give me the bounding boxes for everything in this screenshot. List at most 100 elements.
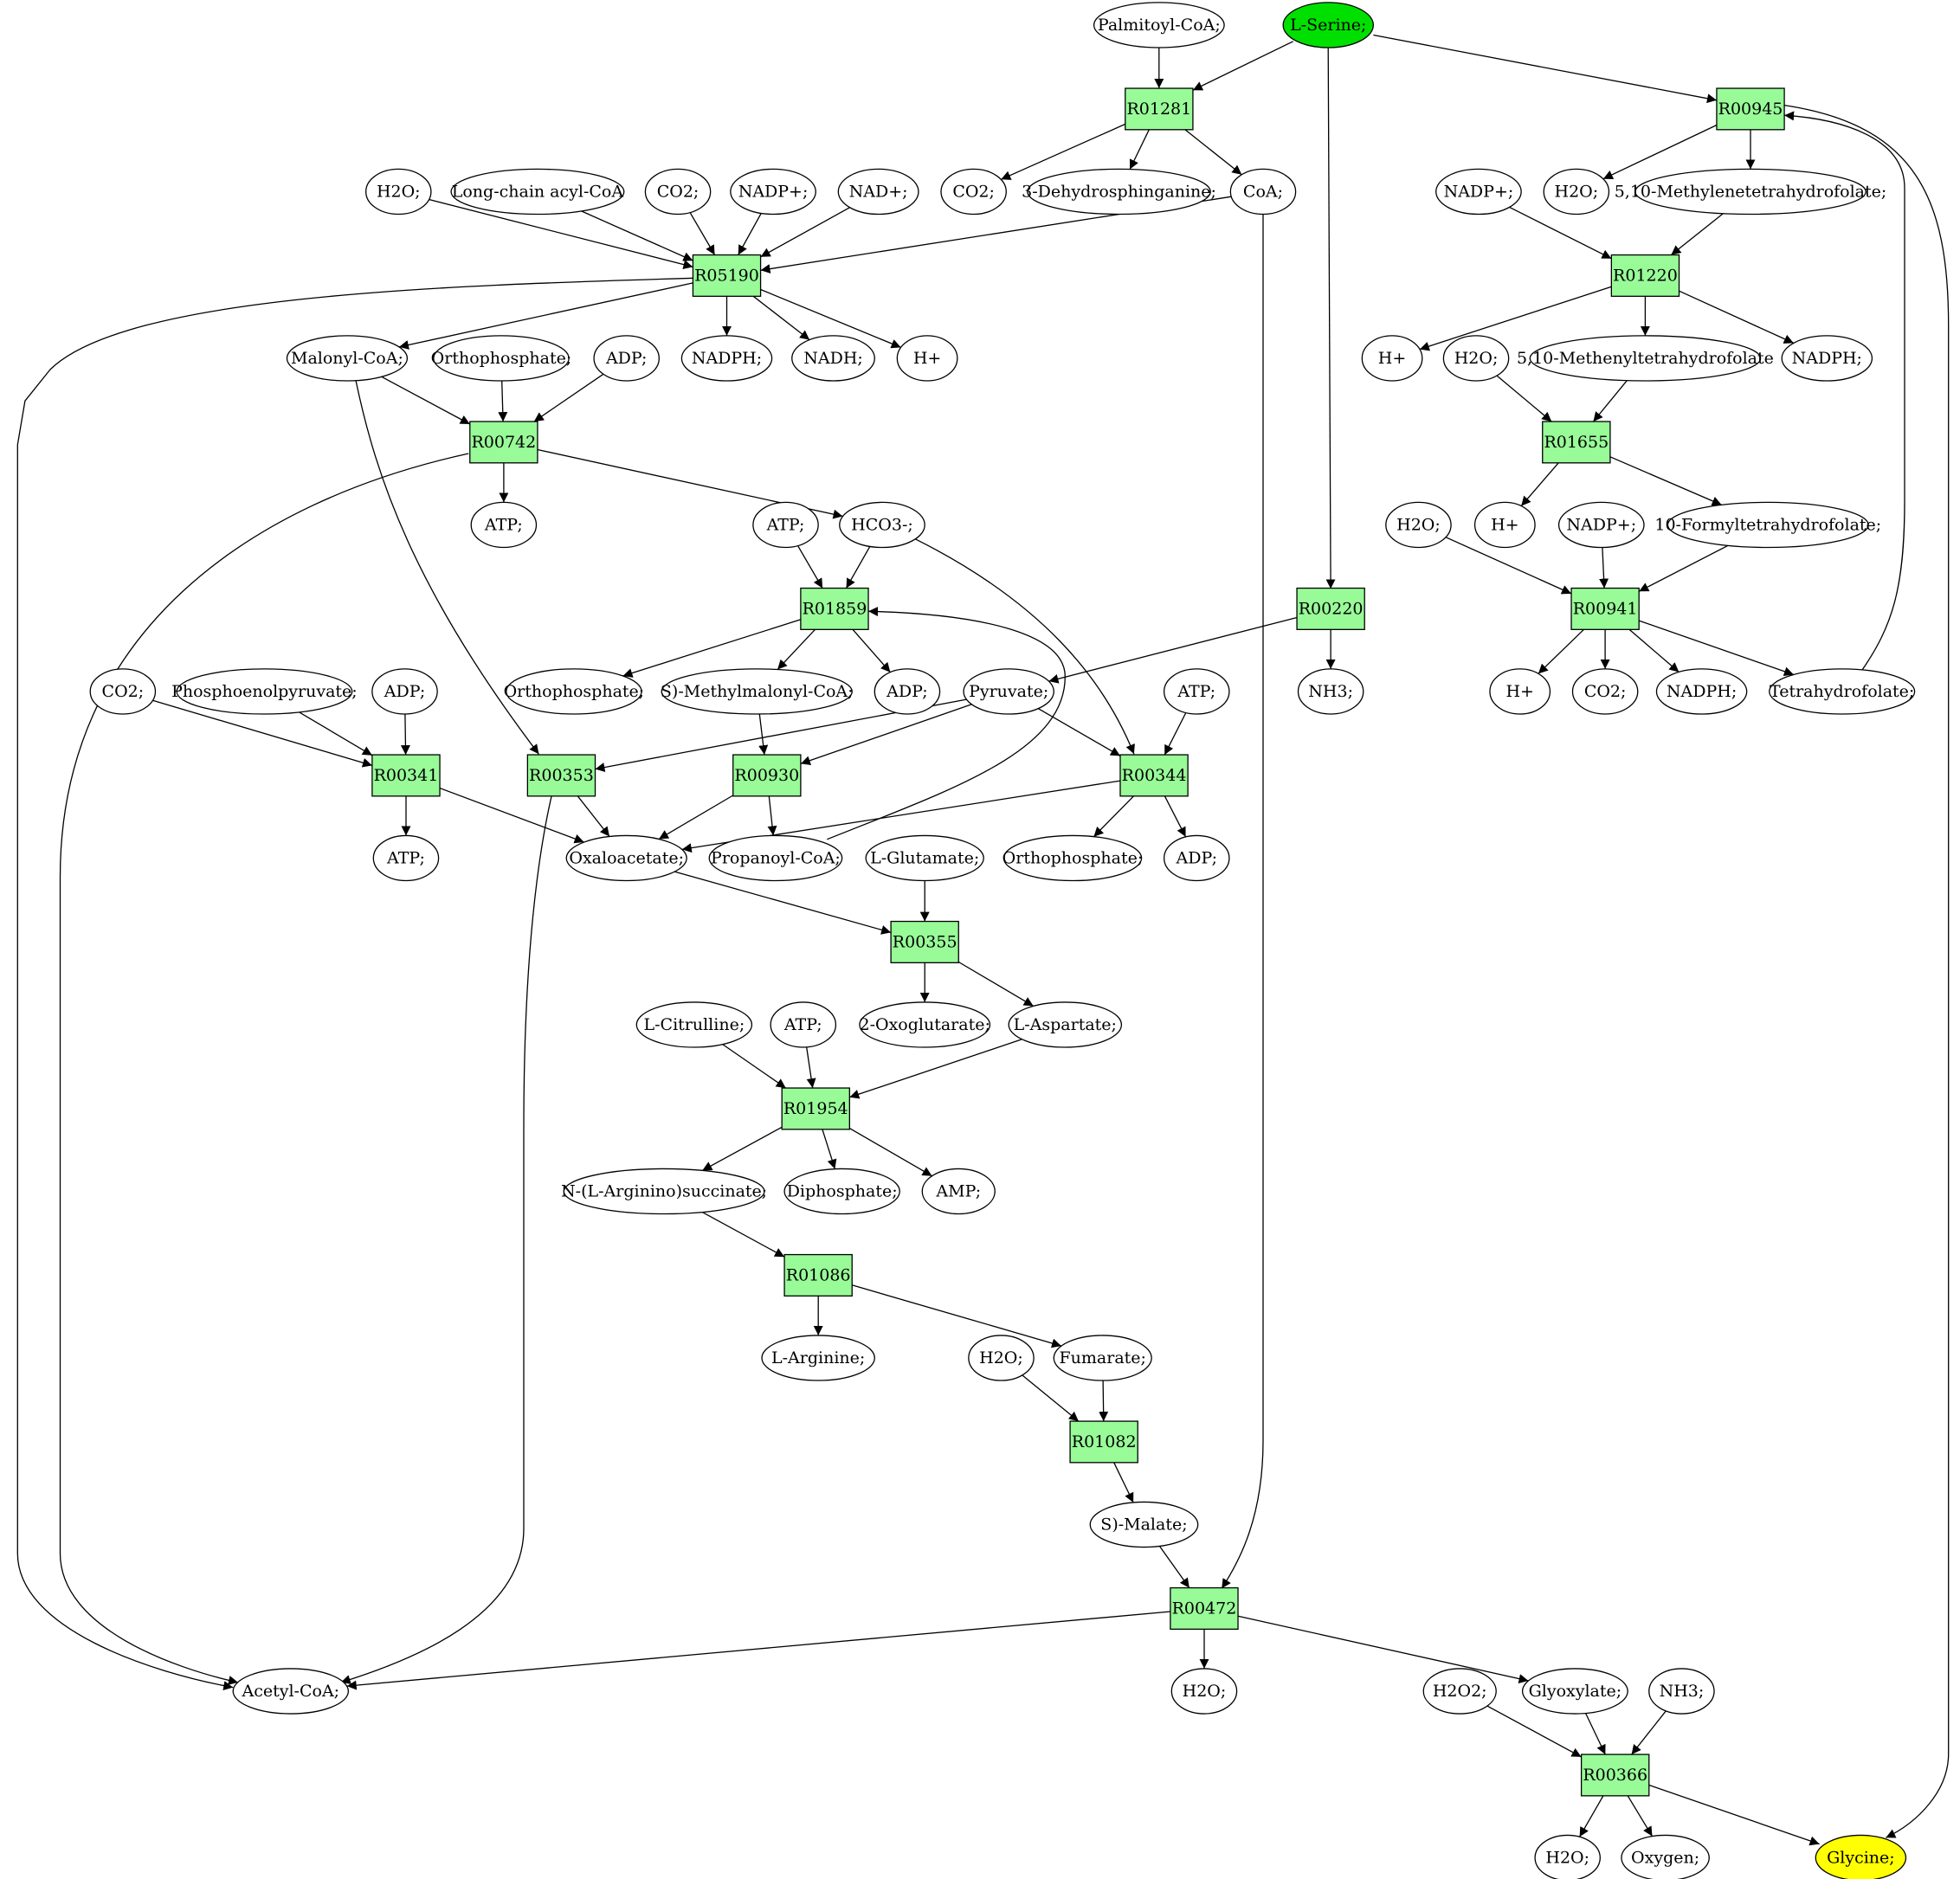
edge-R01859-to-adp_c <box>852 628 891 673</box>
compound-ellipse-nadph_b <box>1781 335 1873 382</box>
compound-ellipse-adp_d <box>1163 834 1230 882</box>
reaction-node-R00941: R00941 <box>1570 587 1640 630</box>
reaction-box-R05190 <box>692 254 762 297</box>
compound-label-formyl: 10-Formyltetrahydrofolate; <box>1654 515 1881 534</box>
compound-node-dehydro: 3-Dehydrosphinganine; <box>1022 168 1216 216</box>
compound-node-hplus_a: H+ <box>896 335 958 382</box>
reaction-node-R00472: R00472 <box>1170 1586 1239 1630</box>
compound-label-co2_b: CO2; <box>952 182 995 201</box>
edge-co2_a-to-R05190 <box>689 212 716 255</box>
compound-ellipse-thf <box>1769 668 1916 715</box>
compound-label-malate: S)-Malate; <box>1100 1515 1187 1534</box>
compound-ellipse-co2_c <box>89 668 157 715</box>
compound-node-hplus_c: H+ <box>1473 501 1536 549</box>
reaction-box-R00220 <box>1296 587 1365 630</box>
compound-label-fumarate: Fumarate; <box>1059 1348 1145 1367</box>
edge-oxalo-to-R00355 <box>674 871 892 935</box>
compound-node-malonyl: Malonyl-CoA; <box>286 335 409 382</box>
reaction-label-R00341: R00341 <box>374 766 439 785</box>
edge-R01220-to-hplus_b <box>1419 286 1612 351</box>
compound-ellipse-atp_e <box>770 1001 837 1048</box>
compound-node-acetyl: Acetyl-CoA; <box>232 1668 350 1715</box>
compound-node-malate: S)-Malate; <box>1089 1501 1199 1548</box>
compound-node-h2o_b: H2O; <box>1543 168 1610 216</box>
edge-thf-to-R00945 <box>1784 111 1905 671</box>
compound-node-argsucc: N-(L-Arginino)succinate; <box>561 1168 767 1215</box>
compound-node-atp_d: ATP; <box>372 834 440 882</box>
compound-node-h2o_c: H2O; <box>1442 335 1510 382</box>
reaction-node-R00220: R00220 <box>1296 587 1365 630</box>
edge-formyl-to-R00941 <box>1638 544 1729 592</box>
compound-label-dehydro: 3-Dehydrosphinganine; <box>1022 182 1216 201</box>
compound-node-atp_e: ATP; <box>770 1001 837 1048</box>
compound-ellipse-hplus_d <box>1489 668 1551 715</box>
compound-label-methenyl: 5,10-Methenyltetrahydrofolate <box>1517 349 1774 368</box>
edge-R00941-to-hplus_d <box>1538 628 1584 674</box>
edge-R00742-to-acetyl <box>59 453 469 1685</box>
edge-methenyl-to-R01655 <box>1592 380 1628 422</box>
reaction-label-R01954: R01954 <box>783 1099 848 1118</box>
compound-ellipse-argsucc <box>563 1168 765 1215</box>
compound-ellipse-orthop_a <box>433 335 570 382</box>
compound-label-h2o_d: H2O; <box>1396 515 1441 534</box>
compound-ellipse-nh3_a <box>1297 668 1364 715</box>
compound-node-co2_c: CO2; <box>89 668 157 715</box>
compound-node-oxygen: Oxygen; <box>1621 1834 1710 1879</box>
edge-R05190-to-nadh <box>752 295 810 341</box>
reaction-box-R00341 <box>371 754 441 797</box>
compound-label-diphos: Diphosphate; <box>787 1181 898 1200</box>
edge-aspartate-to-R01954 <box>849 1039 1022 1099</box>
compound-label-h2o2: H2O2; <box>1433 1682 1487 1701</box>
reaction-box-R00945 <box>1716 87 1785 131</box>
edge-R00355-to-aspartate <box>957 961 1035 1007</box>
compound-node-methenyl: 5,10-Methenyltetrahydrofolate <box>1517 335 1774 382</box>
reaction-node-R00742: R00742 <box>469 421 538 464</box>
edge-R00930-to-oxalo <box>658 795 734 840</box>
compound-ellipse-aspartate <box>1008 1001 1123 1048</box>
edge-nadp_b-to-R01220 <box>1509 206 1612 260</box>
reaction-box-R00355 <box>890 920 959 963</box>
reaction-box-R01281 <box>1125 87 1194 131</box>
compound-label-co2_a: CO2; <box>657 182 700 201</box>
compound-label-hplus_a: H+ <box>913 349 942 368</box>
edge-R01281-to-dehydro <box>1129 129 1150 170</box>
reaction-box-R00941 <box>1570 587 1640 630</box>
compound-label-orthop_c: Orthophosphate; <box>1003 848 1144 867</box>
reaction-box-R00344 <box>1119 754 1189 797</box>
compound-node-lcacyl: Long-chain acyl-CoA <box>450 168 625 216</box>
compound-ellipse-lcacyl <box>450 168 625 216</box>
reaction-box-R01082 <box>1069 1420 1138 1464</box>
compound-ellipse-malonyl <box>286 335 409 382</box>
reaction-label-R00355: R00355 <box>893 932 957 951</box>
edge-pep-to-R00341 <box>299 711 373 756</box>
compound-label-nh3_a: NH3; <box>1308 682 1353 701</box>
compound-node-adp_c: ADP; <box>874 668 941 715</box>
compound-ellipse-smethyl <box>661 668 853 715</box>
edge-R01954-to-amp <box>848 1128 932 1177</box>
reaction-box-R00742 <box>469 421 538 464</box>
compound-label-atp_d: ATP; <box>386 848 425 867</box>
edge-h2o2-to-R00366 <box>1486 1705 1582 1758</box>
edge-R00945-to-glycine <box>1784 104 1950 1838</box>
edge-orthop_a-to-R00742 <box>498 380 508 422</box>
compound-ellipse-fumarate <box>1053 1335 1152 1381</box>
compound-label-nadp_c: NADP+; <box>1566 515 1636 534</box>
compound-node-glyoxylate: Glyoxylate; <box>1521 1668 1628 1715</box>
compound-ellipse-h2o_b <box>1543 168 1610 216</box>
compound-label-oxalo: Oxaloacetate; <box>569 848 684 867</box>
compound-node-hco3: HCO3-; <box>839 501 925 549</box>
compound-node-pep: Phosphoenolpyruvate; <box>171 668 358 715</box>
reaction-box-R01859 <box>800 587 869 630</box>
compound-label-smethyl: S)-Methylmalonyl-CoA; <box>661 682 854 701</box>
compound-label-coa: CoA; <box>1243 182 1283 201</box>
compound-ellipse-oxygen <box>1621 1834 1710 1879</box>
compound-label-nadp_b: NADP+; <box>1444 182 1514 201</box>
compound-node-orthop_a: Orthophosphate; <box>431 335 571 382</box>
compound-ellipse-acetyl <box>232 1668 350 1715</box>
reaction-node-R01086: R01086 <box>783 1253 853 1297</box>
compound-ellipse-nh3_b <box>1648 1668 1715 1715</box>
compound-label-amp: AMP; <box>935 1181 981 1200</box>
compound-ellipse-h2o_f <box>1170 1668 1238 1715</box>
reaction-label-R01281: R01281 <box>1126 100 1191 119</box>
